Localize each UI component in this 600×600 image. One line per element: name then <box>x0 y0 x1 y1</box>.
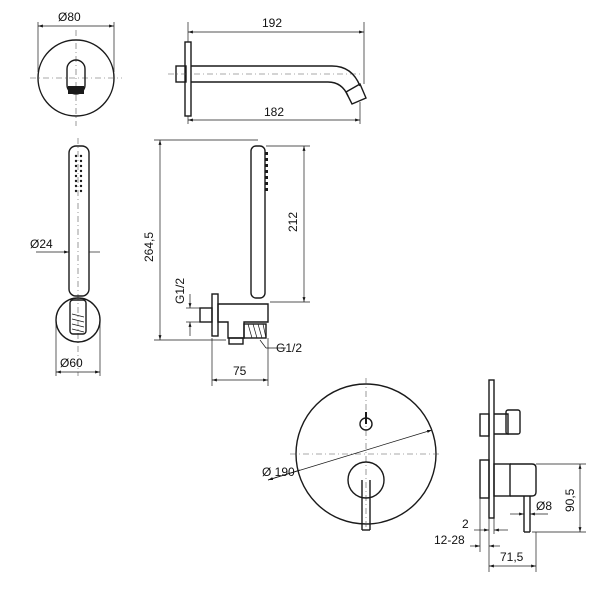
spout-side-view: 192 182 <box>168 16 367 124</box>
dim-label-d1228: 12-28 <box>434 533 465 547</box>
dim-label-g12-left: G1/2 <box>173 278 187 304</box>
wall-outlet-thread <box>199 307 213 323</box>
hose-connector-thread-side <box>247 323 267 339</box>
hose-connector <box>243 323 267 339</box>
hand-shower-holder <box>69 299 87 335</box>
hand-shower-nozzles <box>74 154 83 193</box>
diverter-side-cap <box>505 409 521 435</box>
dim-label-d80: Ø80 <box>58 10 81 24</box>
dim-label-d190: Ø 190 <box>262 465 295 479</box>
hand-shower-handle <box>68 145 90 297</box>
wall-outlet-plate <box>211 293 219 337</box>
dim-label-g12-right: G1/2 <box>276 341 302 355</box>
dim-label-d75: 75 <box>233 364 247 378</box>
dim-label-d212: 212 <box>286 212 300 232</box>
hand-shower-rosette <box>55 297 101 343</box>
dim-label-d905: 90,5 <box>563 488 577 512</box>
spout-body-top <box>191 65 361 87</box>
mixer-side-view: 90,5 Ø8 2 12-28 71,5 <box>434 379 586 572</box>
mixer-handle-base <box>347 461 385 499</box>
spout-tip <box>345 83 367 105</box>
mixer-side-body <box>479 459 490 499</box>
spout-front-view: Ø80 <box>30 10 122 126</box>
hand-shower-side-nozzles <box>265 152 268 191</box>
dim-label-d8: Ø8 <box>536 499 552 513</box>
dim-label-d2: 2 <box>462 517 469 531</box>
hand-shower-side-handle <box>250 145 266 299</box>
dim-label-d60: Ø60 <box>60 356 83 370</box>
hand-shower-front-view: Ø24 Ø60 <box>30 138 101 376</box>
mixer-front-view: Ø 190 <box>262 378 442 531</box>
hand-shower-side-view: 264,5 212 G1/2 G1/2 75 <box>142 139 310 386</box>
diverter-side-body <box>479 413 490 437</box>
diverter-side-knob <box>494 413 509 435</box>
mixer-side-plate <box>488 379 495 519</box>
hose-connector-thread <box>71 313 85 333</box>
spout-aerator <box>68 86 84 94</box>
dim-label-d182: 182 <box>264 105 284 119</box>
outlet-nut <box>228 337 244 345</box>
mixer-side-handle <box>510 463 537 497</box>
spout-body-bottom <box>191 81 349 97</box>
dim-label-d192: 192 <box>262 16 282 30</box>
mixer-side-handle-base <box>493 463 511 497</box>
dim-label-d24: Ø24 <box>30 237 53 251</box>
dim-label-d715: 71,5 <box>500 550 524 564</box>
dim-label-d264: 264,5 <box>142 232 156 262</box>
